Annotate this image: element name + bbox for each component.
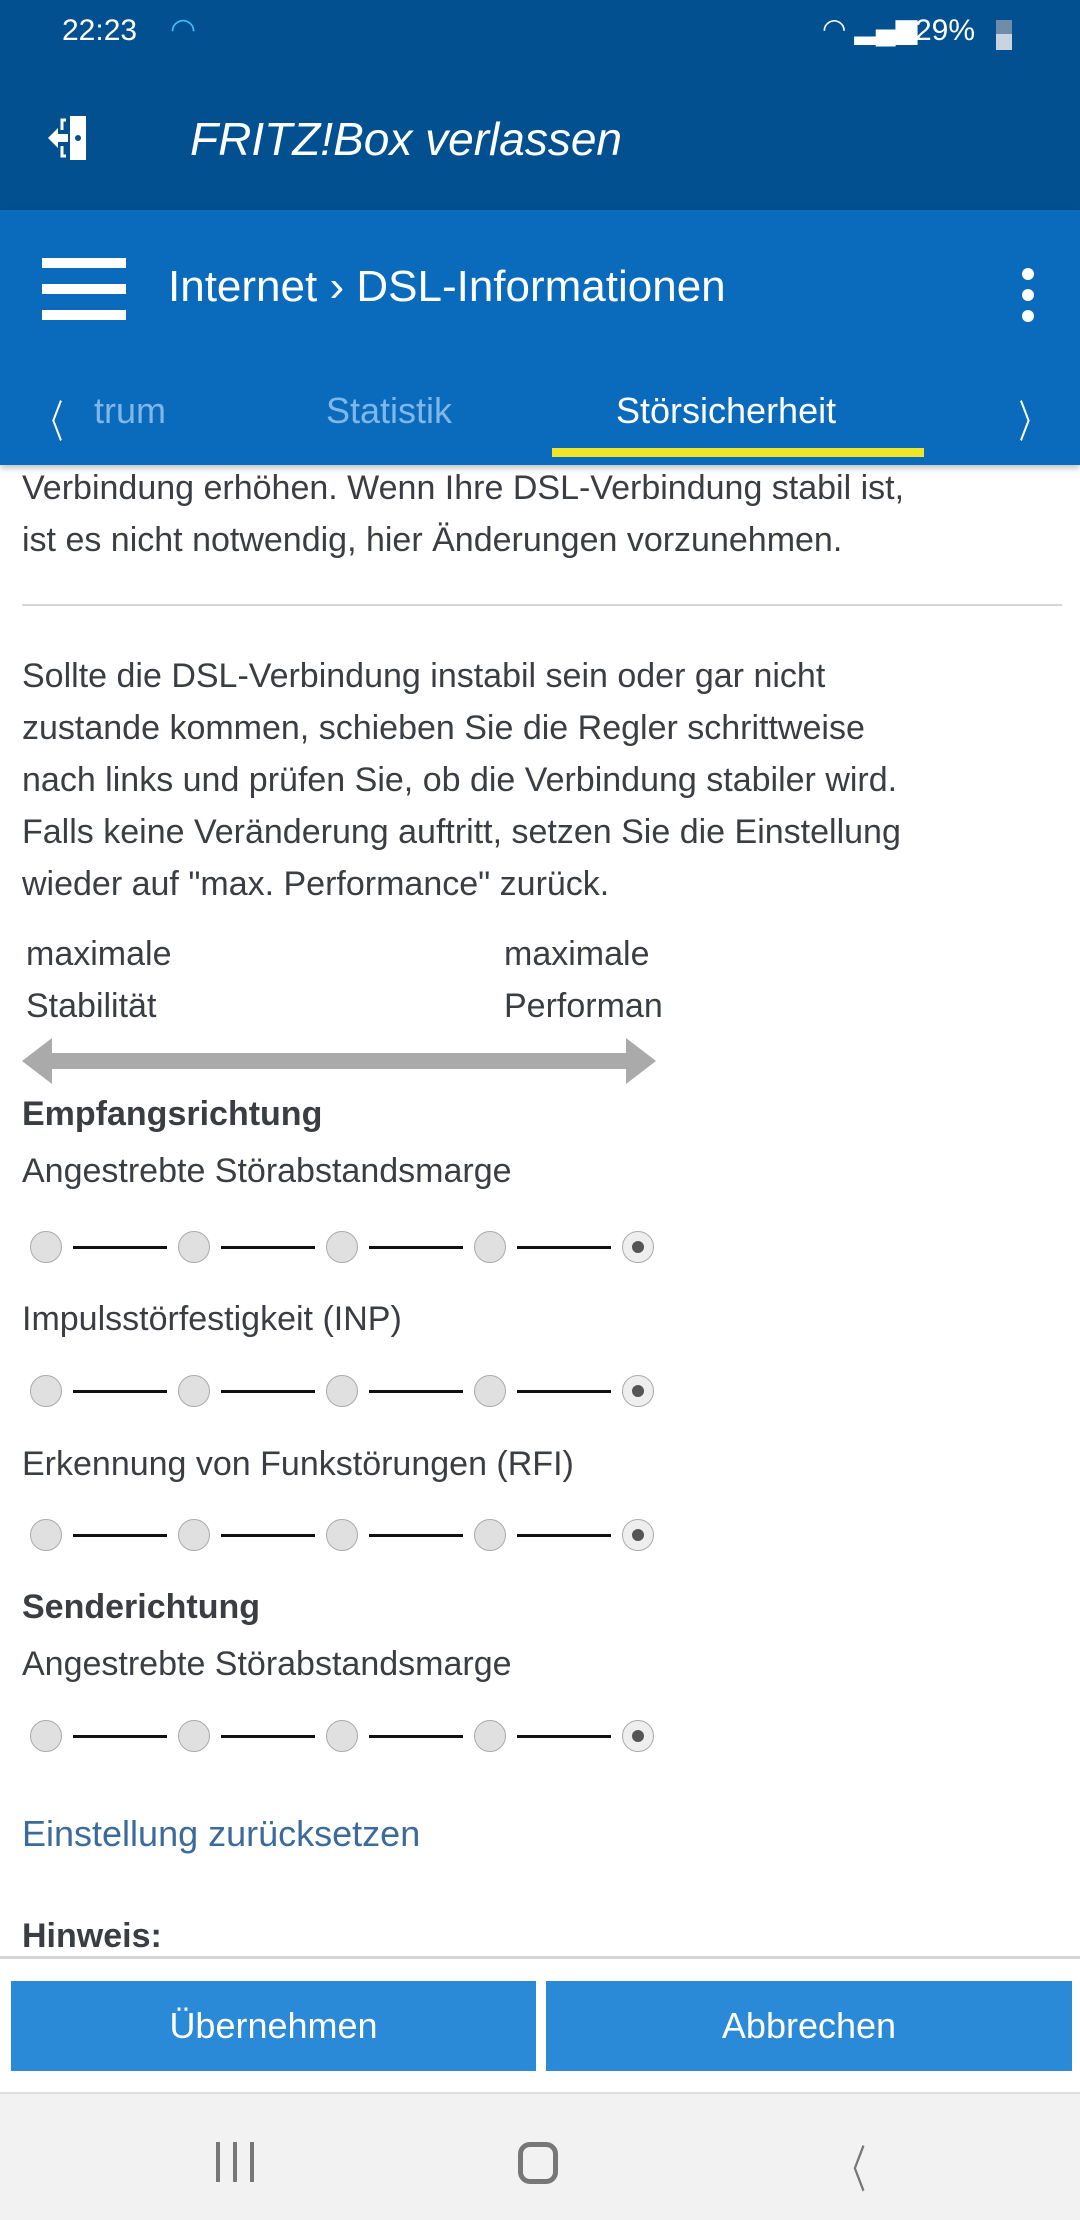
tab-stoersicherheit[interactable]: Störsicherheit xyxy=(616,390,837,431)
slider-label: Angestrebte Störabstandsmarge xyxy=(22,1645,512,1683)
inp-slider[interactable] xyxy=(0,1375,680,1409)
slider-label: Erkennung von Funkstörungen (RFI) xyxy=(22,1445,574,1483)
slider-step-selected[interactable] xyxy=(622,1720,654,1752)
receive-heading: Empfangsrichtung xyxy=(22,1095,323,1133)
scale-label-performance: maximalePerformance xyxy=(504,935,664,1025)
slider-step[interactable] xyxy=(474,1375,506,1407)
breadcrumb: Internet › DSL-Informationen xyxy=(168,262,726,312)
slider-step[interactable] xyxy=(326,1720,358,1752)
slider-step[interactable] xyxy=(178,1519,210,1551)
snr-margin-receive-slider[interactable] xyxy=(0,1231,680,1265)
slider-step[interactable] xyxy=(178,1375,210,1407)
slider-step[interactable] xyxy=(326,1231,358,1263)
wifi-signal-icon: ◠ ▂▄▆ xyxy=(822,13,918,44)
exit-door-icon xyxy=(48,116,86,160)
menu-button[interactable] xyxy=(42,258,126,320)
slider-step[interactable] xyxy=(474,1231,506,1263)
intro-text: Verbindung erhöhen. Wenn Ihre DSL-Verbin… xyxy=(22,469,905,559)
send-heading: Senderichtung xyxy=(22,1588,261,1626)
instructions-paragraph: Sollte die DSL-Verbindung instabil sein … xyxy=(22,657,901,903)
slider-step[interactable] xyxy=(30,1375,62,1407)
recent-apps-icon xyxy=(233,2142,237,2182)
slider-step[interactable] xyxy=(178,1231,210,1263)
slider-step[interactable] xyxy=(178,1720,210,1752)
slider-step-selected[interactable] xyxy=(622,1231,654,1263)
reset-settings-link[interactable]: Einstellung zurücksetzen xyxy=(22,1813,421,1854)
more-options-button[interactable] xyxy=(1022,268,1036,322)
slider-step[interactable] xyxy=(326,1375,358,1407)
back-button[interactable]: 〈 xyxy=(836,2142,866,2198)
slider-label: Impulsstörfestigkeit (INP) xyxy=(22,1300,402,1338)
snr-margin-send-slider[interactable] xyxy=(0,1720,680,1754)
exit-button[interactable] xyxy=(40,108,100,168)
status-time: 22:23 xyxy=(62,14,138,47)
hamburger-icon xyxy=(42,258,126,268)
breadcrumb-parent[interactable]: Internet xyxy=(168,262,318,311)
chevron-right-icon: › xyxy=(329,262,345,311)
navigation-bar: 〈 xyxy=(0,2092,1080,2220)
double-arrow-icon xyxy=(22,1038,656,1084)
slider-step-selected[interactable] xyxy=(622,1375,654,1407)
divider xyxy=(22,604,1062,606)
tab-scroll-right-button[interactable]: 〉 xyxy=(1018,398,1046,447)
cancel-button[interactable]: Abbrechen xyxy=(546,1981,1072,2071)
wifi-icon: ◠ xyxy=(170,13,197,46)
tab-statistik[interactable]: Statistik xyxy=(326,390,453,431)
header: 22:23 ◠ ◠ ▂▄▆ 29% FRITZ!Box verlassen xyxy=(0,0,1080,210)
battery-icon xyxy=(996,20,1012,50)
home-button[interactable] xyxy=(518,2142,558,2184)
rfi-slider[interactable] xyxy=(0,1519,680,1553)
slider-step[interactable] xyxy=(30,1231,62,1263)
battery-percent: 29% xyxy=(915,14,976,47)
apply-button[interactable]: Übernehmen xyxy=(11,1981,536,2071)
slider-step-selected[interactable] xyxy=(622,1519,654,1551)
slider-step[interactable] xyxy=(30,1519,62,1551)
slider-step[interactable] xyxy=(30,1720,62,1752)
exit-label[interactable]: FRITZ!Box verlassen xyxy=(190,113,622,165)
tab-spektrum[interactable]: trum xyxy=(94,390,166,431)
slider-step[interactable] xyxy=(474,1720,506,1752)
slider-step[interactable] xyxy=(474,1519,506,1551)
slider-label: Angestrebte Störabstandsmarge xyxy=(22,1152,512,1190)
slider-step[interactable] xyxy=(326,1519,358,1551)
more-vert-icon xyxy=(1022,268,1034,280)
hint-heading: Hinweis: xyxy=(22,1917,162,1955)
active-tab-indicator xyxy=(552,448,924,457)
breadcrumb-current: DSL-Informationen xyxy=(356,262,726,311)
tab-scroll-left-button[interactable]: 〈 xyxy=(36,398,64,447)
app-bar: Internet › DSL-Informationen 〈 trum Stat… xyxy=(0,210,1080,465)
recent-apps-button[interactable] xyxy=(216,2142,254,2182)
